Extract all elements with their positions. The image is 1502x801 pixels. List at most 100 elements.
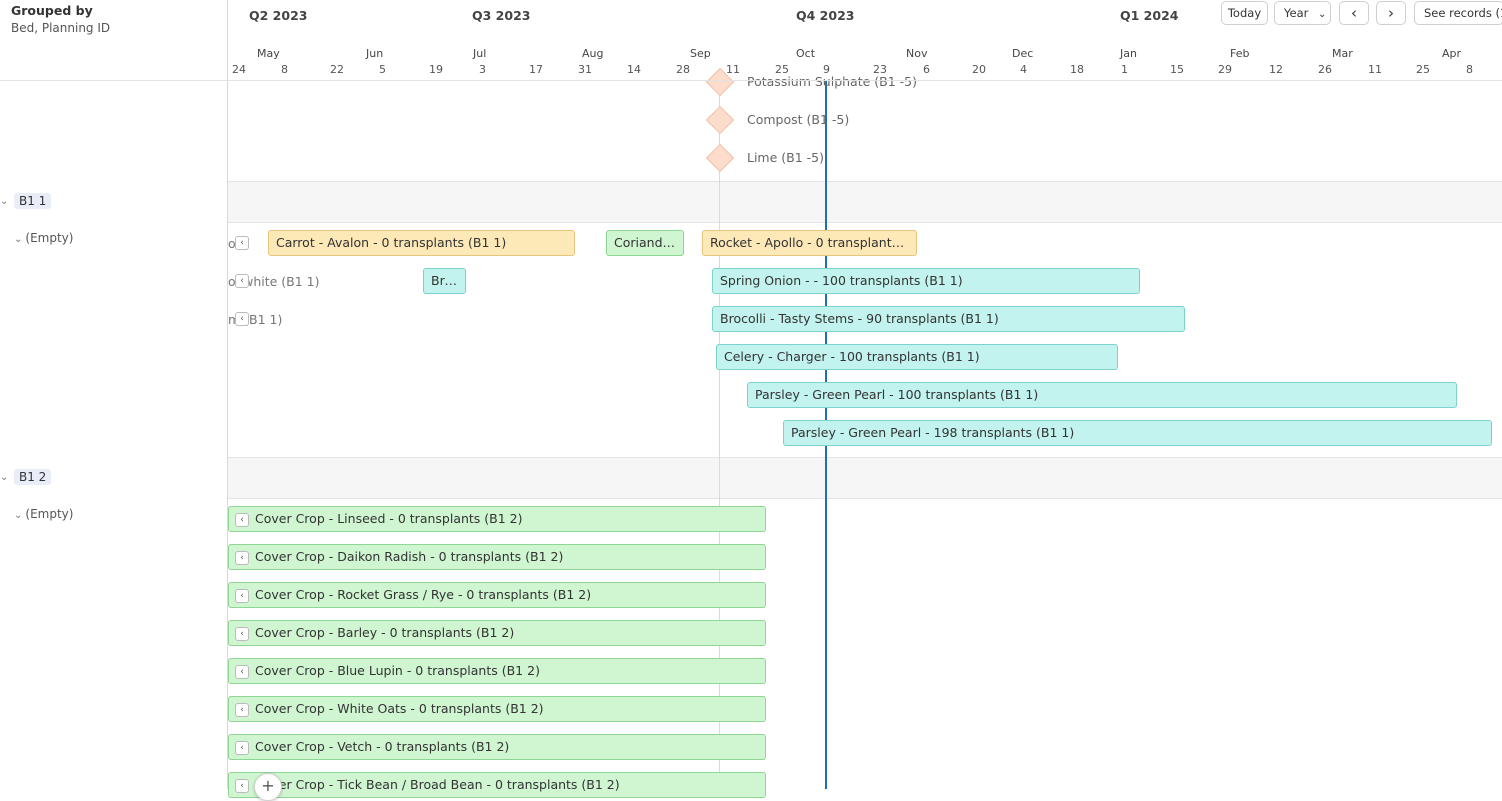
timeline-bar[interactable]: Coriander - Calypso - 0 transplants (B1 … bbox=[606, 230, 684, 256]
day-label: 8 bbox=[281, 63, 288, 76]
timeline-bar[interactable]: Rocket - Apollo - 0 transplants (B1 1) bbox=[702, 230, 917, 256]
group-header-b1-1[interactable] bbox=[0, 181, 1502, 223]
day-label: 29 bbox=[1218, 63, 1232, 76]
timeline-bar[interactable]: Broad Bean - 0 transplants (B1 1) bbox=[423, 268, 466, 294]
timeline-bar[interactable]: Parsley - Green Pearl - 100 transplants … bbox=[747, 382, 1457, 408]
timeline-bar[interactable]: ‹ Cover Crop - Rocket Grass / Rye - 0 tra… bbox=[228, 582, 766, 608]
left-panel: Grouped by Bed, Planning ID bbox=[0, 0, 228, 789]
subgroup-label: (Empty) bbox=[25, 231, 74, 245]
month-label: Nov bbox=[906, 47, 928, 60]
chevron-left-icon[interactable]: ‹ bbox=[235, 702, 249, 717]
grouped-by-label: Grouped by bbox=[11, 3, 93, 18]
chevron-left-icon[interactable]: ‹ bbox=[235, 550, 249, 565]
chevron-left-icon[interactable]: ‹ bbox=[235, 626, 249, 641]
day-label: 28 bbox=[676, 63, 690, 76]
chevron-left-icon[interactable]: ‹ bbox=[235, 588, 249, 603]
see-records-button[interactable]: See records (1 h bbox=[1414, 1, 1502, 25]
day-label: 23 bbox=[873, 63, 887, 76]
day-label: 19 bbox=[429, 63, 443, 76]
day-label: 12 bbox=[1269, 63, 1283, 76]
day-label: 11 bbox=[1368, 63, 1382, 76]
group-header-b1-2[interactable] bbox=[0, 457, 1502, 499]
plus-icon: + bbox=[261, 776, 275, 795]
day-label: 8 bbox=[1466, 63, 1473, 76]
offscreen-bar-label: ol white (B1 1) bbox=[228, 274, 320, 289]
day-label: 3 bbox=[479, 63, 486, 76]
timeline-bar[interactable]: ‹ Cover Crop - Barley - 0 transplants (B1… bbox=[228, 620, 766, 646]
chevron-down-icon: ⌄ bbox=[14, 510, 23, 521]
subgroup-header[interactable]: ⌄(Empty) bbox=[14, 507, 73, 521]
chevron-left-icon[interactable]: ‹ bbox=[235, 274, 249, 288]
header-divider bbox=[0, 80, 1502, 81]
month-label: Mar bbox=[1332, 47, 1353, 60]
timeline-bar[interactable]: ‹ Cover Crop - White Oats - 0 transplants… bbox=[228, 696, 766, 722]
grouped-by-value[interactable]: Bed, Planning ID bbox=[11, 21, 111, 35]
day-label: 15 bbox=[1170, 63, 1184, 76]
timeline-bar[interactable]: Brocolli - Tasty Stems - 90 transplants … bbox=[712, 306, 1185, 332]
timeline-bar-label: Cover Crop - Barley - 0 transplants (B1 … bbox=[255, 625, 515, 640]
add-record-button[interactable]: + bbox=[254, 773, 282, 801]
timeline-bar-label: Cover Crop - Linseed - 0 transplants (B1… bbox=[255, 511, 523, 526]
next-button[interactable]: › bbox=[1376, 1, 1406, 25]
timeline-bar[interactable]: Parsley - Green Pearl - 198 transplants … bbox=[783, 420, 1492, 446]
month-label: Sep bbox=[690, 47, 711, 60]
day-label: 24 bbox=[232, 63, 246, 76]
chevron-left-icon[interactable]: ‹ bbox=[235, 740, 249, 755]
day-label: 9 bbox=[823, 63, 830, 76]
day-label: 6 bbox=[923, 63, 930, 76]
timeline-bar[interactable]: ‹ Cover Crop - Linseed - 0 transplants (B… bbox=[228, 506, 766, 532]
timeline-bar[interactable]: ‹Cover Crop - Blue Lupin - 0 transplants… bbox=[228, 658, 766, 684]
chevron-left-icon[interactable]: ‹ bbox=[235, 778, 249, 793]
day-label: 31 bbox=[578, 63, 592, 76]
month-label: Feb bbox=[1230, 47, 1250, 60]
chevron-left-icon[interactable]: ‹ bbox=[235, 236, 249, 250]
day-label: 25 bbox=[1416, 63, 1430, 76]
prev-button[interactable]: ‹ bbox=[1339, 1, 1369, 25]
milestone-label: Compost (B1 -5) bbox=[747, 112, 850, 127]
timeline-bar[interactable]: ‹ Cover Crop - Tick Bean / Broad Bean - 0… bbox=[228, 772, 766, 798]
month-label: Aug bbox=[582, 47, 604, 60]
chevron-down-icon[interactable]: ⌄ bbox=[0, 472, 9, 483]
timeline-bar[interactable]: ‹ Cover Crop - Vetch - 0 transplants (B1 … bbox=[228, 734, 766, 760]
chevron-down-icon: ⌄ bbox=[14, 234, 23, 245]
timeline-bar-label: Cover Crop - Tick Bean / Broad Bean - 0 … bbox=[255, 777, 620, 792]
timeline-bar-label: Cover Crop - White Oats - 0 transplants … bbox=[255, 701, 544, 716]
month-label: Apr bbox=[1442, 47, 1462, 60]
day-label: 25 bbox=[775, 63, 789, 76]
milestone-label: Lime (B1 -5) bbox=[747, 150, 824, 165]
gridline-marker bbox=[719, 80, 720, 789]
group-tag: B1 2 bbox=[14, 469, 52, 485]
timeline-bar[interactable]: Celery - Charger - 100 transplants (B1 1… bbox=[716, 344, 1118, 370]
day-label: 17 bbox=[529, 63, 543, 76]
timeline-bar-label: Cover Crop - Daikon Radish - 0 transplan… bbox=[255, 549, 564, 564]
month-label: Jul bbox=[473, 47, 487, 60]
month-label: Jun bbox=[366, 47, 384, 60]
day-label: 20 bbox=[972, 63, 986, 76]
milestone-label: Potassium Sulphate (B1 -5) bbox=[747, 74, 918, 89]
scale-select-value: Year bbox=[1284, 6, 1309, 20]
chevron-left-icon[interactable]: ‹ bbox=[235, 312, 249, 326]
subgroup-label: (Empty) bbox=[25, 507, 74, 521]
today-button[interactable]: Today bbox=[1221, 1, 1268, 25]
timeline-bar-label: Cover Crop - Vetch - 0 transplants (B1 2… bbox=[255, 739, 510, 754]
subgroup-header[interactable]: ⌄(Empty) bbox=[14, 231, 73, 245]
timeline-bar[interactable]: ‹ Cover Crop - Daikon Radish - 0 transpla… bbox=[228, 544, 766, 570]
quarter-label: Q1 2024 bbox=[1120, 8, 1179, 23]
month-label: Oct bbox=[796, 47, 816, 60]
timeline-bar-label: Cover Crop - Rocket Grass / Rye - 0 tran… bbox=[255, 587, 592, 602]
day-label: 5 bbox=[379, 63, 386, 76]
timeline-bar[interactable]: Carrot - Avalon - 0 transplants (B1 1) bbox=[268, 230, 575, 256]
day-label: 22 bbox=[330, 63, 344, 76]
chevron-left-icon[interactable]: ‹ bbox=[235, 664, 249, 679]
timeline-bar[interactable]: Spring Onion - - 100 transplants (B1 1) bbox=[712, 268, 1140, 294]
day-label: 11 bbox=[726, 63, 740, 76]
chevron-down-icon[interactable]: ⌄ bbox=[0, 196, 9, 207]
chevron-left-icon[interactable]: ‹ bbox=[235, 512, 249, 527]
month-label: Jan bbox=[1120, 47, 1137, 60]
quarter-label: Q4 2023 bbox=[796, 8, 855, 23]
day-label: 1 bbox=[1121, 63, 1128, 76]
month-label: May bbox=[257, 47, 280, 60]
scale-select[interactable]: Year ⌄ bbox=[1274, 1, 1331, 25]
month-label: Dec bbox=[1012, 47, 1034, 60]
group-tag: B1 1 bbox=[14, 193, 52, 209]
